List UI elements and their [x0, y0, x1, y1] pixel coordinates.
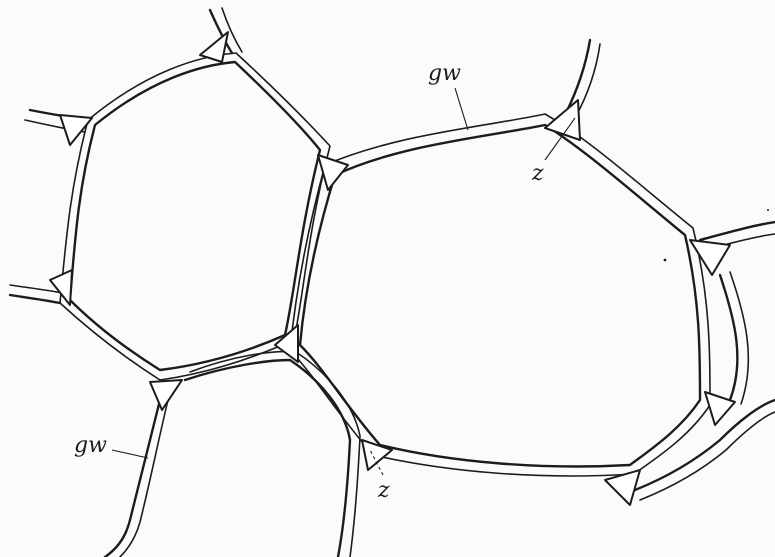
leader-gw-left [112, 450, 148, 458]
cell-right-edge-wall [720, 275, 737, 400]
print-speck [664, 259, 667, 262]
intercellular-space-top-right [545, 100, 580, 140]
print-speck [767, 209, 769, 211]
cell-bottom-left-left-edge [105, 400, 160, 557]
cell-right-top-wall [700, 222, 775, 240]
cell-right-edge-wall-outer [730, 272, 748, 404]
cell-bottom-left-wall-outer [190, 352, 360, 557]
intercellular-space-bottom-center [362, 440, 392, 470]
cell-left-inner-wall [70, 62, 320, 370]
cell-left-outer-wall [60, 53, 330, 380]
intercellular-space-bottom-left [150, 380, 182, 410]
intercellular-space-right-upper [690, 240, 730, 275]
label-z-bottom: z [377, 478, 390, 503]
label-z-top: z [531, 161, 544, 186]
leader-gw-top [455, 88, 468, 130]
cell-large-inner-wall [300, 125, 700, 466]
label-gw-left: gw [74, 433, 107, 458]
label-gw-top: gw [428, 61, 461, 86]
cell-bottom-left-left-edge-outer [120, 400, 168, 557]
wall-left-edge [10, 295, 60, 303]
cell-bottom-left-wall [185, 360, 350, 557]
intercellular-space-left-upper [60, 115, 92, 145]
